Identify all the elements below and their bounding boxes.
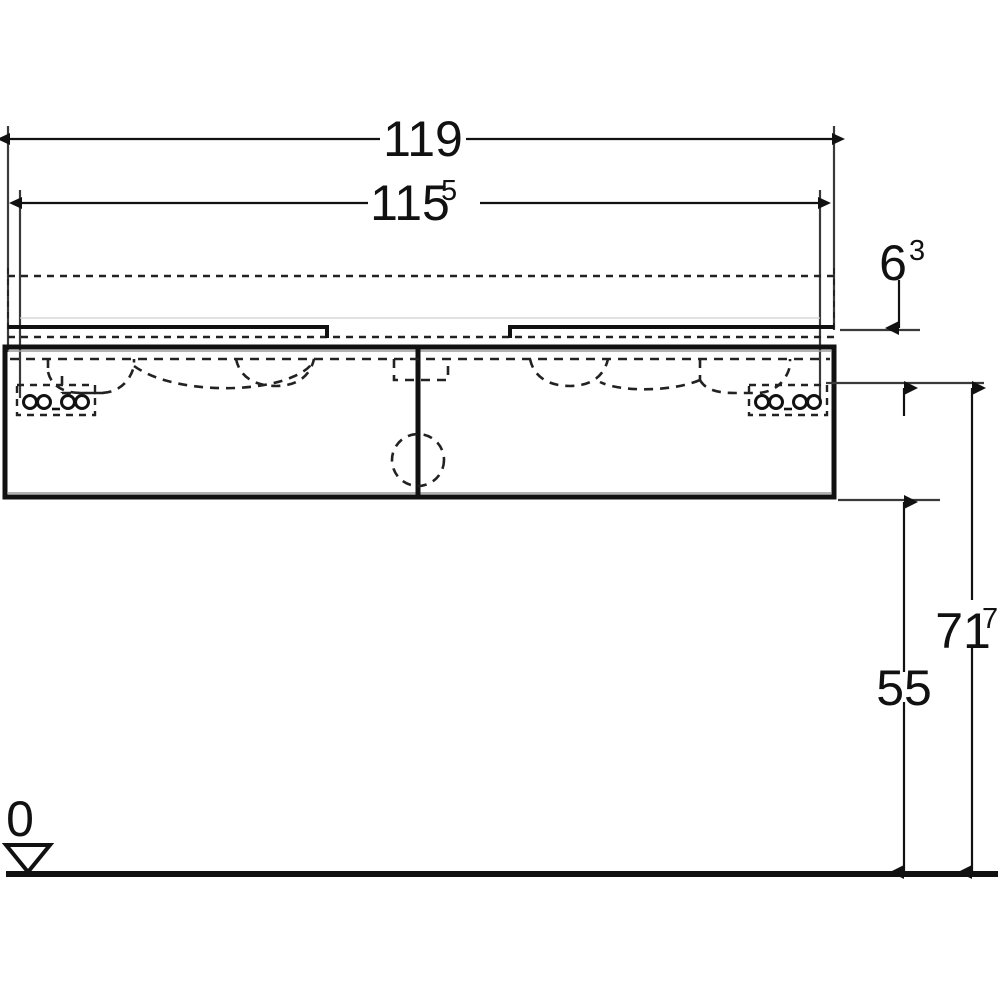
washbasin-outline (7, 268, 835, 339)
drawer-runner-hardware-left (15, 383, 97, 417)
hardware-hole-l4 (74, 394, 90, 410)
floor-datum-group: 0 (1, 791, 998, 877)
hardware-hole-l3 (60, 394, 76, 410)
hardware-hole-l2 (36, 394, 52, 410)
hardware-hole-r3 (792, 394, 808, 410)
overall-width-dimension: 119 (0, 111, 845, 167)
hardware-box-right (747, 383, 829, 417)
datum-label: 0 (6, 791, 34, 847)
countertop-front-edge (8, 325, 834, 338)
siphon-cutout-right (698, 359, 792, 395)
vertical-dimensions: 55 71 7 (826, 381, 998, 879)
basin-underside-curve-left (133, 358, 316, 390)
basin-bowl-curve-left (234, 358, 316, 388)
overall-width-value: 119 (383, 111, 463, 167)
waste-pipe-circle (390, 432, 446, 488)
siphon-cutout-left (46, 359, 136, 395)
hardware-hole-r2 (768, 394, 784, 410)
cabinet-width-fraction: 5 (441, 175, 457, 207)
hardware-hole-r4 (806, 394, 822, 410)
hardware-box-left (15, 383, 97, 417)
basin-height-value: 6 (879, 235, 907, 291)
center-hidden-box (392, 359, 450, 382)
total-height-value: 71 (935, 603, 991, 659)
drawer-runner-hardware-right (747, 383, 829, 417)
hardware-hole-l1 (22, 394, 38, 410)
basin-height-fraction: 3 (909, 235, 925, 267)
total-height-fraction: 7 (982, 603, 998, 635)
cabinet-body-outline (2, 344, 837, 500)
cabinet-bottom-height-value: 55 (876, 660, 932, 716)
basin-underside-curve-right (599, 378, 701, 391)
basin-bowl-curve-right (528, 358, 610, 388)
cabinet-width-dimension: 115 5 (9, 175, 831, 231)
cabinet-width-value: 115 (370, 175, 450, 231)
basin-height-dimension: 6 3 (840, 235, 925, 335)
datum-triangle-icon (1, 843, 55, 876)
hardware-hole-r1 (754, 394, 770, 410)
